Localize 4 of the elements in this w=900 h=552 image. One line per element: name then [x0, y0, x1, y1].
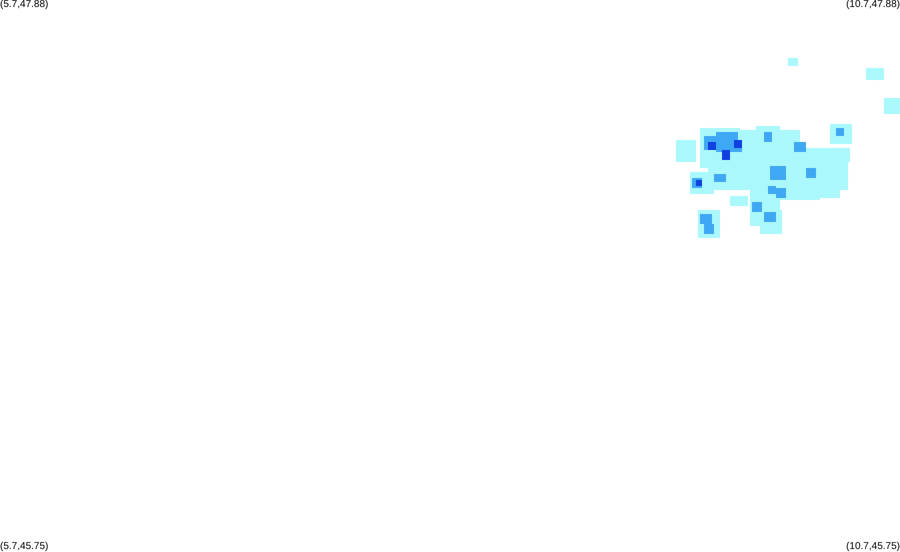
- coordinate-label: (10.7,45.75): [846, 542, 900, 552]
- coordinate-label: (5.7,45.75): [0, 542, 48, 552]
- coordinate-label: (5.7,47.88): [0, 0, 48, 10]
- coordinate-label: (10.7,47.88): [846, 0, 900, 10]
